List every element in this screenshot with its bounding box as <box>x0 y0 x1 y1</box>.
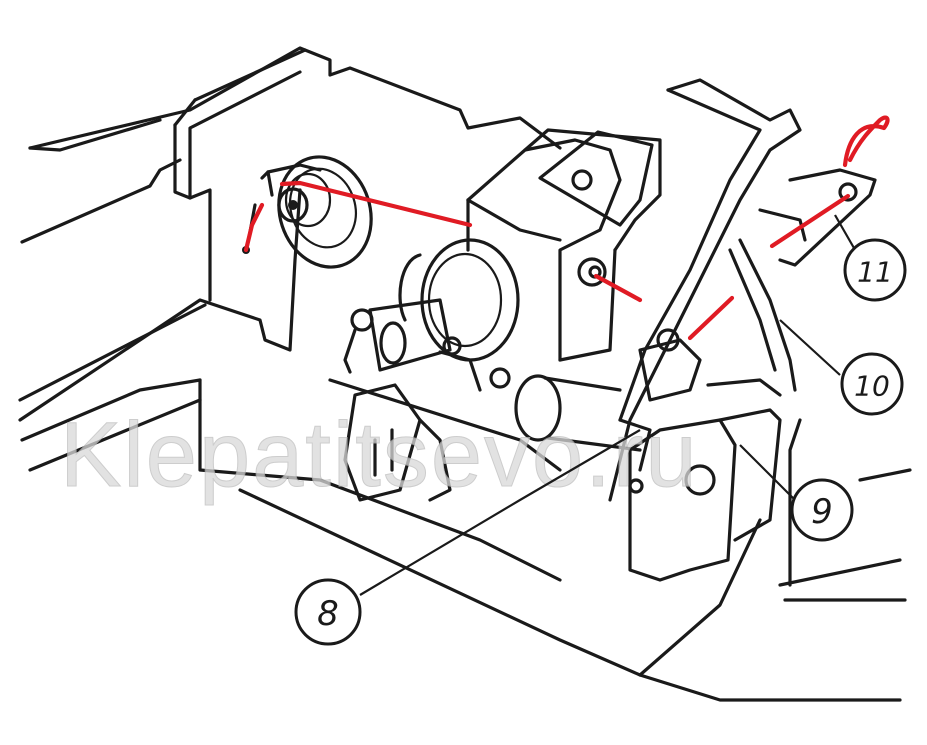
callout-11: 11 <box>843 238 907 302</box>
callout-8-circle <box>294 578 362 646</box>
callout-11-label: 11 <box>857 256 893 289</box>
leader-10 <box>779 319 841 376</box>
thread-path <box>243 115 890 341</box>
callout-10: 10 <box>840 352 904 416</box>
thread-tension-to-guide <box>279 180 473 228</box>
callout-10-circle <box>840 352 904 416</box>
thread-lever-to-needle <box>687 295 735 341</box>
watermark-text: Klepatitsevo.ru <box>60 404 699 506</box>
thread-into-tension <box>243 202 265 253</box>
callout-9-label: 9 <box>811 492 833 532</box>
shaft-housing <box>343 238 642 502</box>
callout-9: 9 <box>790 478 854 542</box>
leader-8 <box>359 429 641 596</box>
callout-10-label: 10 <box>854 370 890 403</box>
take-up-lever <box>608 78 877 582</box>
thread-guide-to-lever <box>593 273 643 303</box>
leader-9 <box>739 444 801 506</box>
thread-spool-to-guide <box>842 115 890 168</box>
callout-8-label: 8 <box>317 594 339 634</box>
callout-9-circle <box>790 478 854 542</box>
callout-11-circle <box>843 238 907 302</box>
thread-guide-down <box>769 193 851 249</box>
tension-disc-assembly <box>242 155 373 269</box>
callout-8: 8 <box>294 578 362 646</box>
